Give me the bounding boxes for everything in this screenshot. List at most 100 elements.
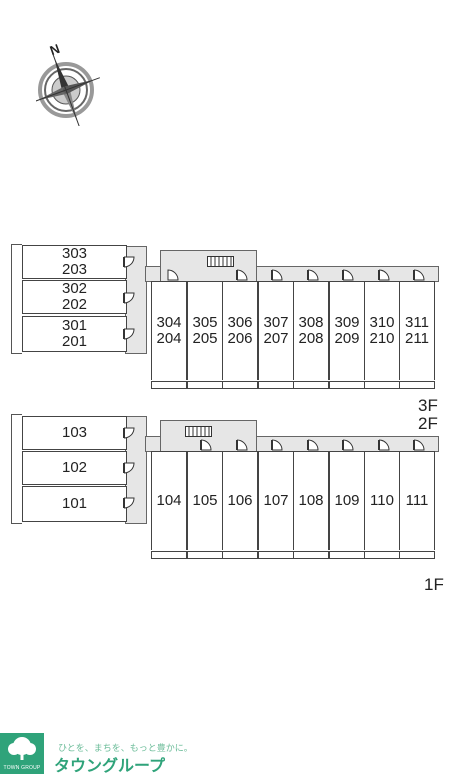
upper-frame xyxy=(11,244,22,354)
unit-label: 205 xyxy=(192,330,218,347)
door-icon xyxy=(123,256,135,268)
brand-small-label: TOWN GROUP xyxy=(3,765,41,771)
unit-label: 308 xyxy=(298,314,324,331)
balcony xyxy=(222,381,258,389)
floor-label-2f: 2F xyxy=(418,414,438,433)
unit-label: 310 xyxy=(369,314,395,331)
unit-111: 111 xyxy=(399,451,435,550)
door-icon xyxy=(342,439,354,451)
unit-110: 110 xyxy=(364,451,400,550)
tagline: ひとを、まちを、もっと豊かに。 xyxy=(58,743,193,753)
lower-frame xyxy=(11,414,22,524)
unit-302-202: 302 202 xyxy=(22,280,127,314)
unit-310-210: 310 210 xyxy=(364,281,400,380)
unit-label: 309 xyxy=(334,314,360,331)
unit-309-209: 309 209 xyxy=(329,281,365,380)
unit-303-203: 303 203 xyxy=(22,245,127,279)
unit-311-211: 311 211 xyxy=(399,281,435,380)
unit-102: 102 xyxy=(22,451,127,485)
door-icon xyxy=(413,269,425,281)
unit-label: 105 xyxy=(192,492,218,509)
door-icon xyxy=(123,462,135,474)
unit-label: 302 xyxy=(61,280,88,297)
unit-label: 203 xyxy=(61,261,88,278)
unit-label: 206 xyxy=(227,330,253,347)
unit-108: 108 xyxy=(293,451,329,550)
unit-label: 304 xyxy=(156,314,182,331)
unit-label: 101 xyxy=(61,495,88,512)
unit-301-201: 301 201 xyxy=(22,316,127,352)
unit-101: 101 xyxy=(22,486,127,522)
unit-label: 311 xyxy=(405,314,429,331)
unit-label: 110 xyxy=(370,492,394,509)
unit-label: 211 xyxy=(405,330,429,347)
unit-305-205: 305 205 xyxy=(187,281,223,380)
upper-stairs-icon xyxy=(207,254,234,272)
unit-label: 107 xyxy=(263,492,289,509)
unit-label: 202 xyxy=(61,296,88,313)
balcony xyxy=(399,551,435,559)
door-icon xyxy=(123,328,135,340)
lower-stairs-icon xyxy=(185,424,212,442)
balcony xyxy=(329,551,365,559)
door-icon xyxy=(123,497,135,509)
balcony xyxy=(222,551,258,559)
door-icon xyxy=(271,439,283,451)
door-icon xyxy=(167,269,179,281)
unit-107: 107 xyxy=(258,451,294,550)
compass: N xyxy=(32,28,102,128)
unit-103: 103 xyxy=(22,416,127,450)
unit-307-207: 307 207 xyxy=(258,281,294,380)
balcony xyxy=(364,551,400,559)
unit-label: 104 xyxy=(156,492,182,509)
unit-label: 301 xyxy=(61,317,88,334)
balcony xyxy=(293,381,329,389)
brand-name: タウングループ xyxy=(54,758,166,775)
unit-label: 201 xyxy=(61,333,88,350)
door-icon xyxy=(378,439,390,451)
door-icon xyxy=(307,439,319,451)
floor-label-3f: 3F xyxy=(418,396,438,415)
balcony xyxy=(151,551,187,559)
unit-label: 209 xyxy=(334,330,360,347)
door-icon xyxy=(200,439,212,451)
door-icon xyxy=(123,292,135,304)
unit-label: 111 xyxy=(405,492,429,509)
door-icon xyxy=(307,269,319,281)
balcony xyxy=(151,381,187,389)
unit-label: 305 xyxy=(192,314,218,331)
unit-109: 109 xyxy=(329,451,365,550)
unit-label: 307 xyxy=(263,314,289,331)
unit-label: 102 xyxy=(61,459,88,476)
balcony xyxy=(187,551,223,559)
unit-label: 303 xyxy=(61,245,88,262)
unit-label: 306 xyxy=(227,314,253,331)
tree-icon xyxy=(8,737,36,760)
unit-304-204: 304 204 xyxy=(151,281,187,380)
unit-306-206: 306 206 xyxy=(222,281,258,380)
unit-label: 109 xyxy=(334,492,360,509)
unit-label: 210 xyxy=(369,330,395,347)
door-icon xyxy=(123,427,135,439)
door-icon xyxy=(378,269,390,281)
unit-104: 104 xyxy=(151,451,187,550)
balcony xyxy=(187,381,223,389)
balcony xyxy=(364,381,400,389)
door-icon xyxy=(271,269,283,281)
door-icon xyxy=(342,269,354,281)
unit-label: 208 xyxy=(298,330,324,347)
balcony xyxy=(329,381,365,389)
unit-label: 108 xyxy=(298,492,324,509)
balcony xyxy=(399,381,435,389)
floor-label-1f: 1F xyxy=(424,575,444,594)
unit-label: 204 xyxy=(156,330,182,347)
unit-label: 103 xyxy=(61,424,88,441)
balcony xyxy=(258,381,294,389)
unit-105: 105 xyxy=(187,451,223,550)
balcony xyxy=(258,551,294,559)
unit-308-208: 308 208 xyxy=(293,281,329,380)
door-icon xyxy=(413,439,425,451)
door-icon xyxy=(236,269,248,281)
unit-106: 106 xyxy=(222,451,258,550)
unit-label: 106 xyxy=(227,492,253,509)
